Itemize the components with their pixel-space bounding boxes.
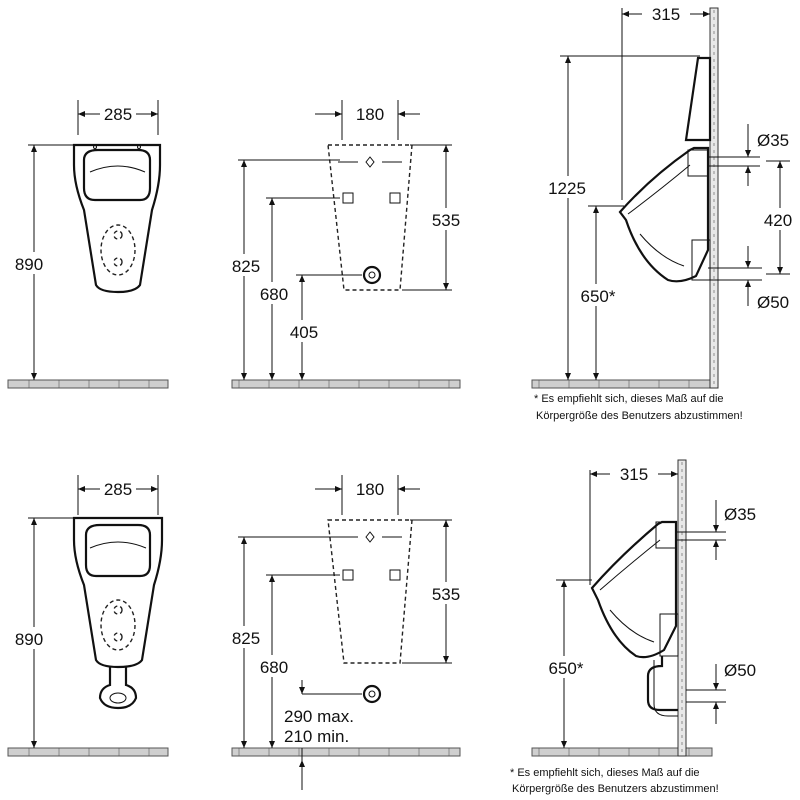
note-line-2: Körpergröße des Benutzers abzustimmen! [512, 783, 719, 795]
side-inlet-label: Ø35 [757, 131, 789, 150]
mount-total-label: 825 [232, 629, 260, 648]
siphon [646, 656, 678, 712]
side-outlet-label: Ø50 [724, 661, 756, 680]
note-line-1: * Es empfiehlt sich, dieses Maß auf die [534, 393, 724, 405]
mount-max-label: 290 max. [284, 707, 354, 726]
mount-frame-label: 535 [432, 585, 460, 604]
mounting-view-bottom: 180 825 680 290 max. 210 min. [226, 475, 466, 790]
mounting-view-top: 180 825 680 405 [226, 100, 466, 389]
urinal-front-body [72, 516, 164, 669]
mount-width-label: 180 [356, 480, 384, 499]
side-view-top: 315 1225 650* Ø35 [531, 5, 798, 422]
front-view-bottom: 285 890 [7, 475, 169, 757]
mounting-frame [327, 519, 413, 664]
side-rim-label: 650* [549, 659, 584, 678]
side-inlet-label: Ø35 [724, 505, 756, 524]
side-view-bottom: 315 650* Ø35 Ø50 * Es empfiehlt si [510, 459, 756, 795]
side-spacing-label: 420 [764, 211, 792, 230]
front-width-label: 285 [104, 105, 132, 124]
floor [7, 747, 169, 757]
flush-plate [684, 56, 712, 142]
side-height-label: 1225 [548, 179, 586, 198]
front-height-label: 890 [15, 630, 43, 649]
front-width-label: 285 [104, 480, 132, 499]
mount-total-label: 825 [232, 257, 260, 276]
mount-upper-label: 680 [260, 658, 288, 677]
floor [7, 379, 169, 389]
urinal-side-body [618, 146, 710, 283]
floor [531, 747, 713, 757]
floor [231, 747, 461, 757]
mount-upper-label: 680 [260, 285, 288, 304]
mounting-frame [327, 144, 413, 291]
front-view-top: 285 890 [7, 100, 169, 389]
wall [709, 7, 719, 389]
mount-frame-label: 535 [432, 211, 460, 230]
front-height-label: 890 [15, 255, 43, 274]
mount-min-label: 210 min. [284, 727, 349, 746]
floor [531, 379, 713, 389]
siphon [98, 667, 138, 710]
wall [677, 459, 687, 757]
floor [231, 379, 461, 389]
note-line-2: Körpergröße des Benutzers abzustimmen! [536, 410, 743, 422]
side-rim-label: 650* [581, 287, 616, 306]
mount-outlet-label: 405 [290, 323, 318, 342]
note-line-1: * Es empfiehlt sich, dieses Maß auf die [510, 767, 700, 779]
urinal-front-body [72, 143, 162, 294]
side-depth-label: 315 [652, 5, 680, 24]
urinal-side-body [590, 520, 678, 659]
side-outlet-label: Ø50 [757, 293, 789, 312]
mount-width-label: 180 [356, 105, 384, 124]
side-depth-label: 315 [620, 465, 648, 484]
